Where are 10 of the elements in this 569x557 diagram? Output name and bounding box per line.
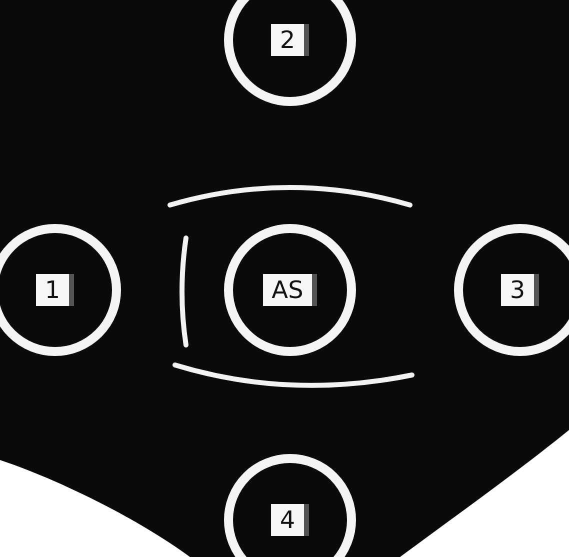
node-label: 4 xyxy=(270,504,310,536)
circle-node xyxy=(224,454,356,557)
node-label: 1 xyxy=(36,274,74,306)
node-label: 3 xyxy=(500,274,540,306)
node-label: AS xyxy=(262,274,318,306)
circle-node xyxy=(454,224,569,356)
node-label: 2 xyxy=(270,24,310,56)
circle-node xyxy=(224,0,356,106)
circle-node xyxy=(0,224,121,356)
circle-node xyxy=(224,224,356,356)
